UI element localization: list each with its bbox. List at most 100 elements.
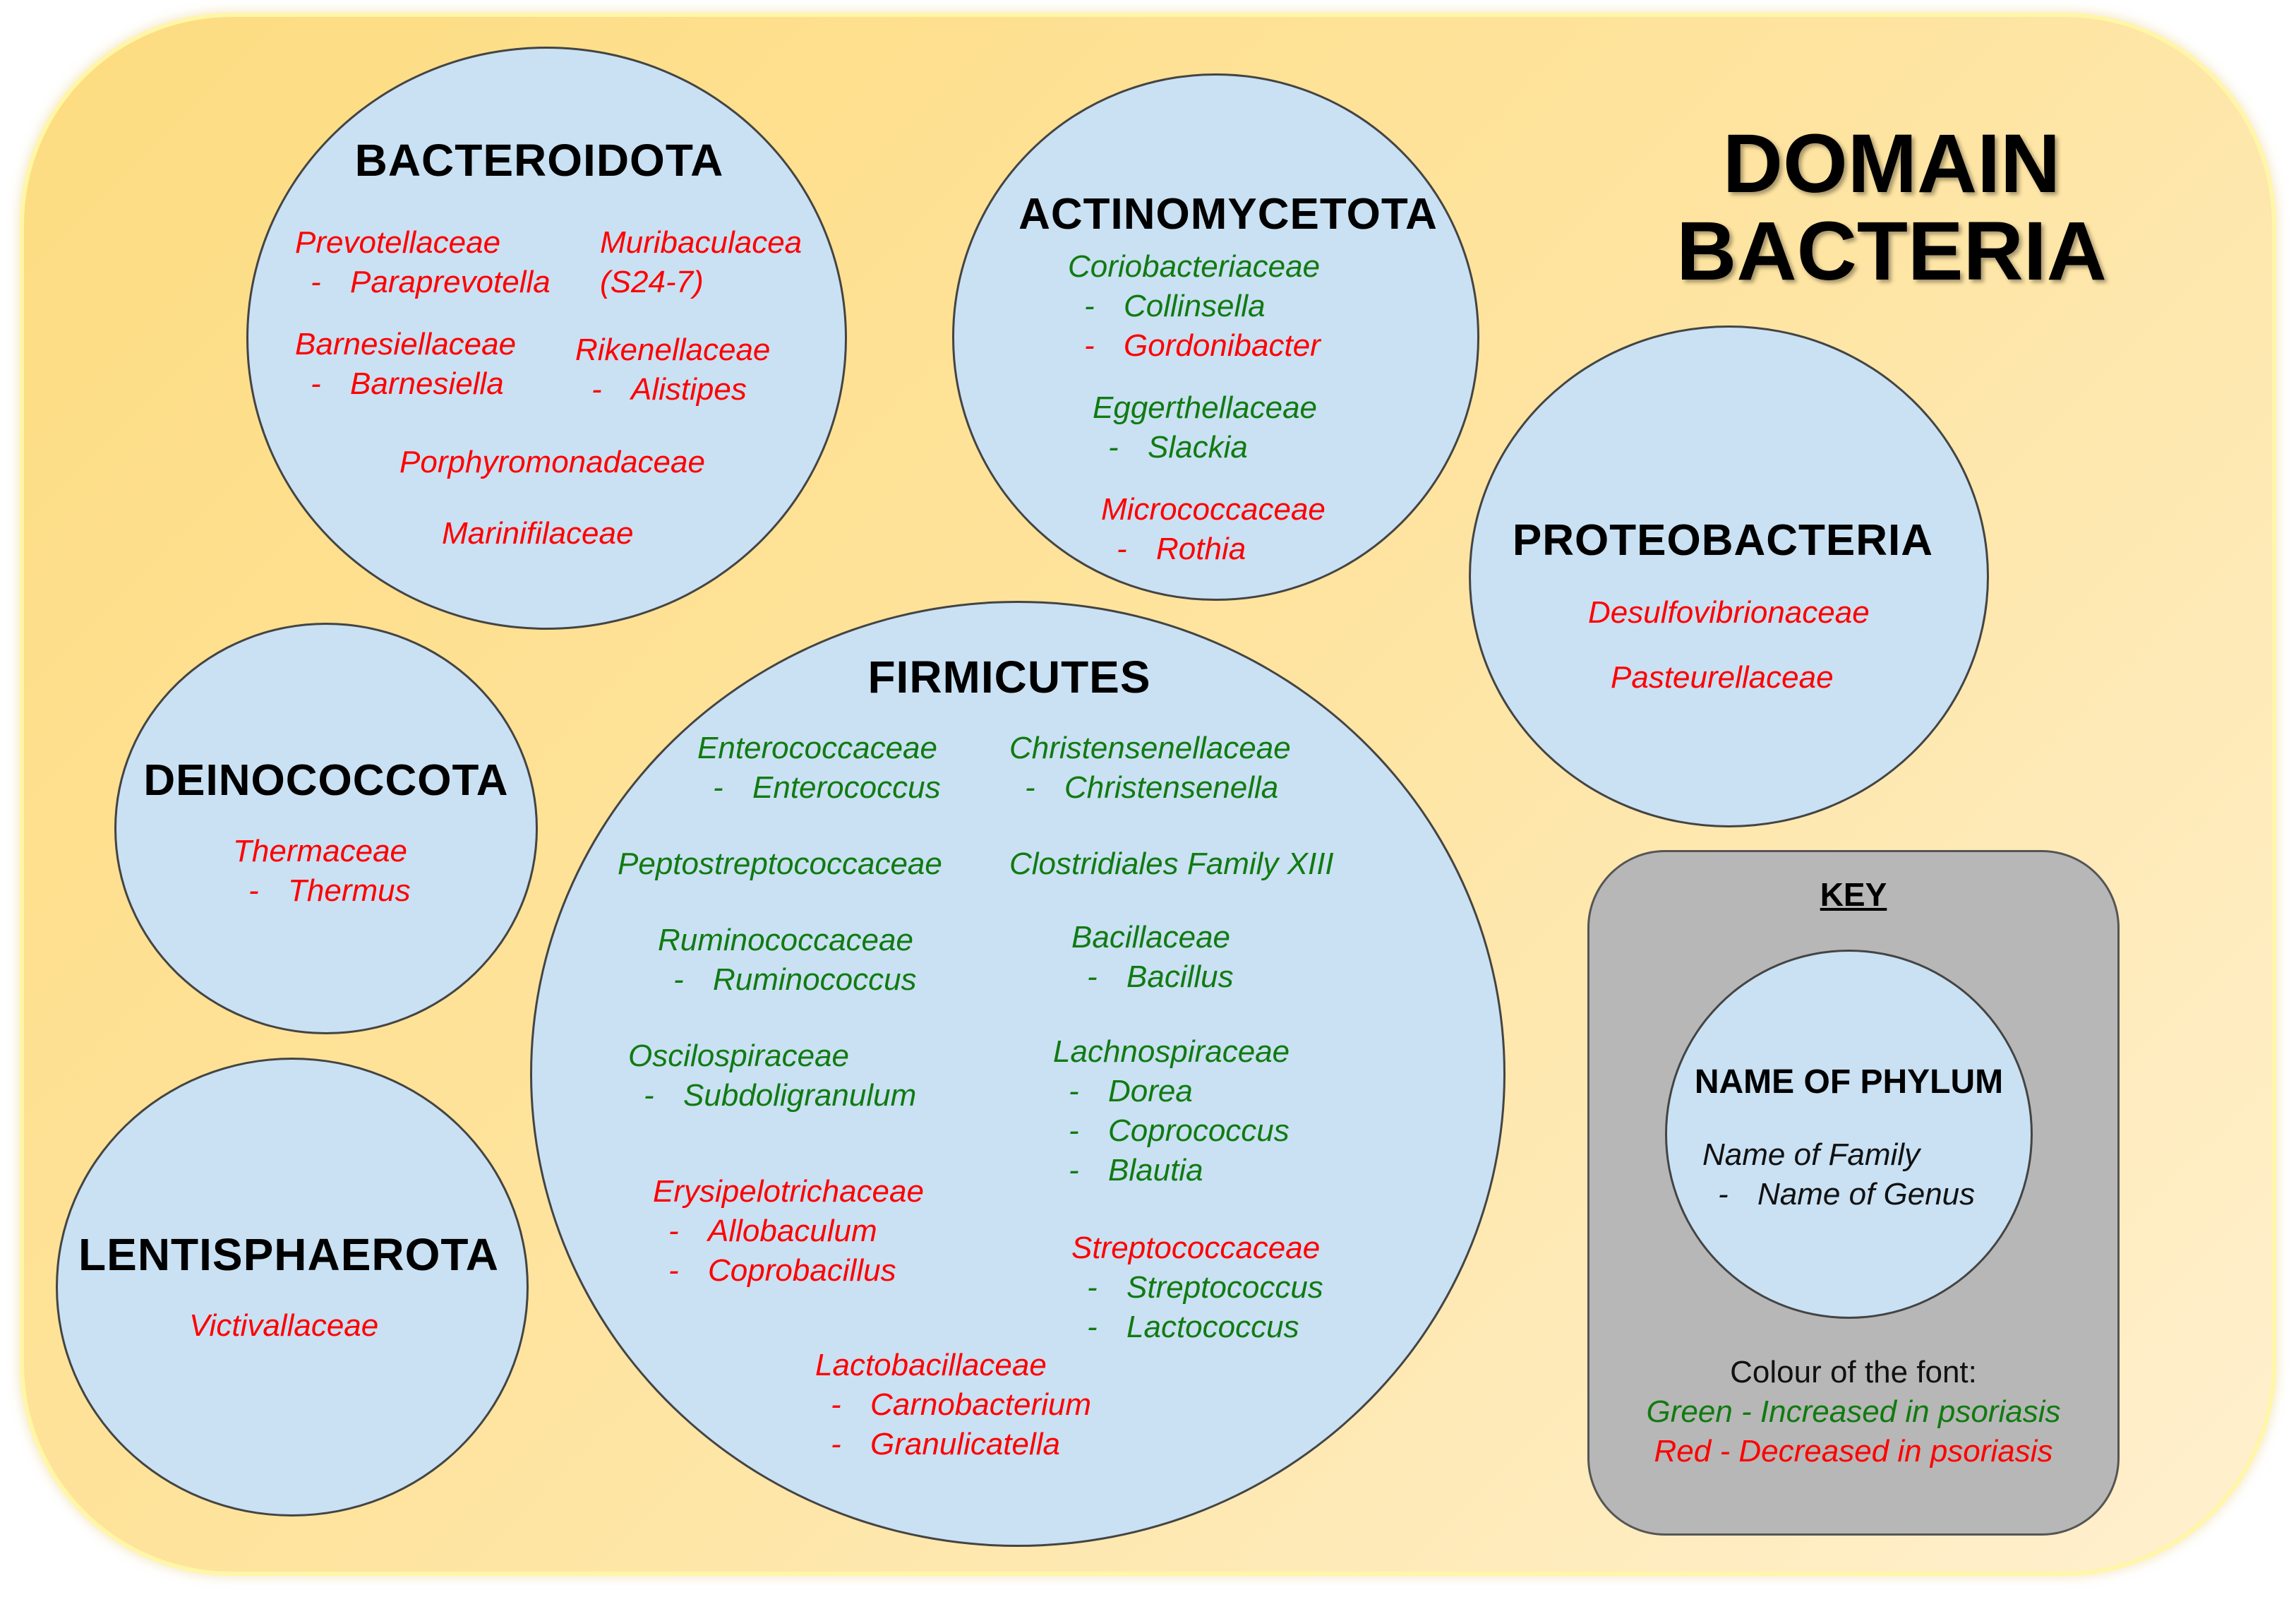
genus-thermus: -Thermus [248, 871, 411, 911]
genus-name: Alistipes [631, 372, 747, 407]
domain-title-line-1: DOMAIN [1722, 117, 2061, 210]
phylum-circle-deinococcota [114, 623, 538, 1034]
domain-title: DOMAIN BACTERIA [1645, 120, 2139, 295]
phylum-label-actinomycetota: ACTINOMYCETOTA [1018, 190, 1438, 239]
genus-name: Gordonibacter [1124, 328, 1321, 363]
genus-rothia: -Rothia [1117, 530, 1246, 569]
genus-name: Paraprevotella [350, 265, 551, 299]
genus-dash: - [1069, 1074, 1079, 1108]
phylum-circle-proteobacteria [1469, 325, 1989, 827]
genus-enterococcus: -Enterococcus [713, 768, 941, 808]
genus-dash: - [1087, 959, 1098, 994]
genus-name: Collinsella [1124, 289, 1266, 323]
genus-name: Streptococcus [1126, 1270, 1323, 1305]
family-rikenellaceae: Rikenellaceae [575, 333, 771, 367]
genus-slackia: -Slackia [1108, 428, 1248, 467]
genus-subdoligranulum: -Subdoligranulum [644, 1076, 916, 1115]
genus-name: Coprococcus [1108, 1113, 1290, 1148]
genus-christensenella: -Christensenella [1025, 768, 1278, 808]
genus-dash: - [668, 1214, 679, 1248]
genus-dash: - [831, 1427, 841, 1461]
family-lactobacillaceae: Lactobacillaceae [815, 1348, 1047, 1382]
phylum-circle-firmicutes [530, 601, 1505, 1547]
key-family-label: Name of Family [1702, 1137, 1921, 1172]
genus-dash: - [673, 962, 684, 997]
genus-dash: - [248, 873, 259, 908]
genus-alistipes: -Alistipes [591, 370, 747, 409]
genus-dash: - [1087, 1310, 1098, 1344]
family-marinifilaceae: Marinifilaceae [442, 516, 634, 551]
genus-coprobacillus: -Coprobacillus [668, 1251, 896, 1291]
family-streptococcaceae: Streptococcaceae [1071, 1231, 1321, 1265]
family-oscilospiraceae: Oscilospiraceae [628, 1039, 850, 1073]
genus-name: Lactococcus [1126, 1310, 1299, 1344]
genus-name: Blautia [1108, 1153, 1203, 1188]
genus-name: Dorea [1108, 1074, 1193, 1108]
genus-dash: - [1025, 770, 1035, 805]
family-porphyromonadaceae: Porphyromonadaceae [399, 445, 705, 479]
genus-blautia: -Blautia [1069, 1151, 1203, 1190]
genus-name: Name of Genus [1757, 1177, 1976, 1212]
genus-dash: - [591, 372, 602, 407]
genus-dorea: -Dorea [1069, 1072, 1193, 1111]
key-phylum-label: NAME OF PHYLUM [1694, 1063, 2004, 1101]
phylum-label-lentisphaerota: LENTISPHAEROTA [78, 1229, 499, 1280]
genus-name: Barnesiella [350, 366, 504, 401]
genus-dash: - [311, 265, 321, 299]
family-desulfovibrionaceae: Desulfovibrionaceae [1588, 595, 1870, 630]
genus-dash: - [644, 1078, 654, 1113]
key-colour-heading: Colour of the font: [1730, 1355, 1977, 1389]
genus-dash: - [1108, 430, 1119, 465]
genus-barnesiella: -Barnesiella [311, 364, 504, 404]
family-thermaceae: Thermaceae [233, 834, 408, 868]
genus-collinsella: -Collinsella [1084, 287, 1266, 326]
genus-paraprevotella: -Paraprevotella [311, 263, 551, 302]
genus-name: Enterococcus [752, 770, 941, 805]
genus-dash: - [668, 1253, 679, 1288]
family-bacillaceae: Bacillaceae [1071, 920, 1231, 955]
genus-streptococcus: -Streptococcus [1087, 1268, 1323, 1308]
genus-dash: - [1087, 1270, 1098, 1305]
genus-carnobacterium: -Carnobacterium [831, 1385, 1091, 1425]
family-barnesiellaceae: Barnesiellaceae [295, 327, 517, 361]
genus-dash: - [1069, 1113, 1079, 1148]
genus-dash: - [311, 366, 321, 401]
phylum-label-proteobacteria: PROTEOBACTERIA [1512, 516, 1934, 565]
genus-name: Granulicatella [870, 1427, 1061, 1461]
genus-granulicatella: -Granulicatella [831, 1425, 1060, 1464]
family-victivallaceae: Victivallaceae [189, 1308, 379, 1343]
genus-name: Slackia [1148, 430, 1248, 465]
genus-name: Carnobacterium [870, 1387, 1092, 1422]
genus-gordonibacter: -Gordonibacter [1084, 326, 1321, 366]
genus-bacillus: -Bacillus [1087, 957, 1234, 997]
genus-ruminococcus: -Ruminococcus [673, 960, 917, 1000]
genus-coprococcus: -Coprococcus [1069, 1111, 1290, 1151]
genus-name: Rothia [1156, 532, 1246, 566]
family-pasteurellaceae: Pasteurellaceae [1611, 660, 1834, 695]
phylum-circle-bacteroidota [246, 47, 847, 630]
family-lachnospiraceae: Lachnospiraceae [1053, 1034, 1290, 1069]
family-christensenellaceae: Christensenellaceae [1009, 731, 1291, 765]
genus-dash: - [1117, 532, 1127, 566]
phylum-label-firmicutes: FIRMICUTES [867, 652, 1151, 702]
genus-allobaculum: -Allobaculum [668, 1212, 877, 1251]
genus-dash: - [1084, 328, 1095, 363]
family-coriobacteriaceae: Coriobacteriaceae [1068, 249, 1321, 284]
genus-dash: - [831, 1387, 841, 1422]
genus-name: Subdoligranulum [683, 1078, 917, 1113]
key-phylum-circle [1665, 950, 2033, 1319]
key-title: KEY [1820, 876, 1887, 913]
genus-dash: - [1084, 289, 1095, 323]
genus-name: Christensenella [1064, 770, 1279, 805]
genus-name: Coprobacillus [708, 1253, 896, 1288]
genus-name: Allobaculum [708, 1214, 877, 1248]
family-micrococcaceae: Micrococcaceae [1101, 492, 1326, 527]
genus-dash: - [1718, 1177, 1729, 1212]
family-prevotellaceae: Prevotellaceae [295, 225, 501, 260]
phylum-label-deinococcota: DEINOCOCCOTA [143, 756, 509, 805]
family-eggerthellaceae: Eggerthellaceae [1093, 390, 1318, 425]
genus-name: Bacillus [1126, 959, 1234, 994]
family-muribaculacea: Muribaculacea [600, 225, 803, 260]
key-red-legend: Red - Decreased in psoriasis [1654, 1434, 2053, 1469]
family-muribaculacea-extra: (S24-7) [600, 265, 704, 299]
